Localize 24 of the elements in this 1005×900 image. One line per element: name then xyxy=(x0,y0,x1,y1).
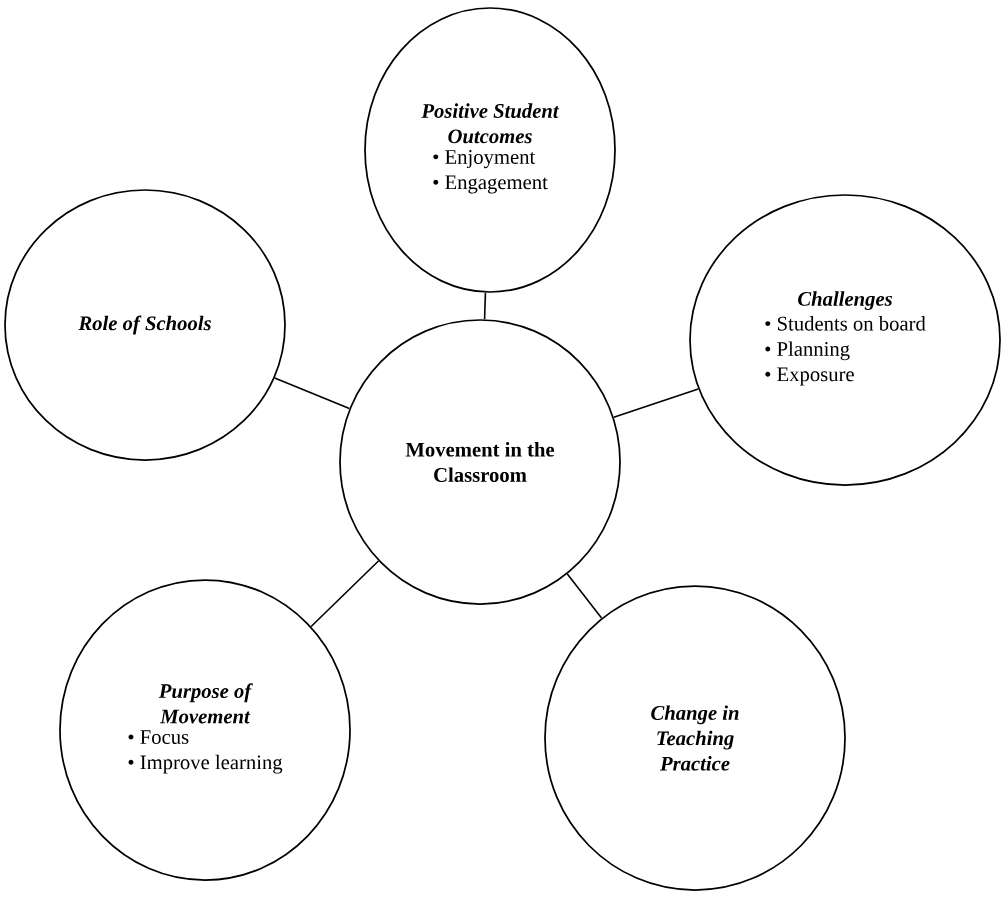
heading: Positive Student Outcomes xyxy=(421,103,560,144)
topic-ellipse xyxy=(689,194,1001,486)
heading: Change in Teaching Practice xyxy=(651,705,739,771)
heading: Purpose of Movement xyxy=(158,683,253,724)
bullet-item: • Students on board xyxy=(765,316,926,331)
bullet-item: • Exposure xyxy=(765,367,854,386)
topic-ellipse xyxy=(544,585,846,891)
connector-line xyxy=(273,377,351,410)
heading: Role of Schools xyxy=(78,315,211,335)
connector-line xyxy=(613,388,700,419)
heading: Challenges xyxy=(798,291,893,311)
connector-line xyxy=(310,560,380,628)
bullet-item: • Focus xyxy=(128,730,189,744)
topic-ellipse xyxy=(339,319,621,605)
connector-line xyxy=(566,573,603,619)
bullet-item: • Engagement xyxy=(433,175,548,194)
bullet-item: • Planning xyxy=(765,341,850,361)
bullet-item: • Improve learning xyxy=(128,754,283,774)
heading: Movement in the Classroom xyxy=(405,442,555,482)
topic-ellipse xyxy=(364,7,616,293)
topic-ellipse xyxy=(59,579,351,881)
bullet-item: • Enjoyment xyxy=(433,150,536,169)
topic-ellipse xyxy=(4,189,286,461)
connector-line xyxy=(483,291,487,321)
